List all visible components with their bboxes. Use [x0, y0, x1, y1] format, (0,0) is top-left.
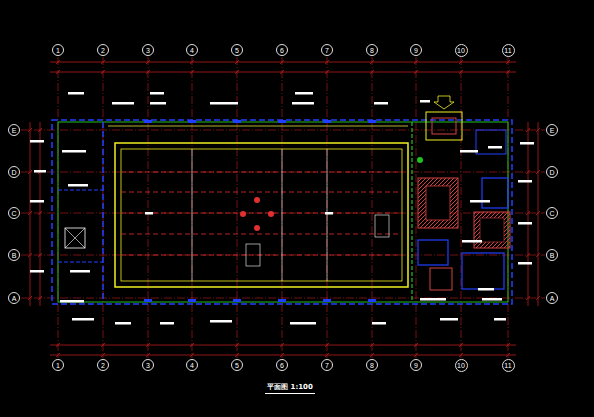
- grid-label: 7: [325, 362, 329, 369]
- grid-bubble: 1: [52, 359, 64, 371]
- grid-bubble: A: [546, 292, 558, 304]
- grid-bubble: 11: [502, 359, 515, 372]
- grid-label: 11: [504, 362, 511, 369]
- grid-bubble: 2: [97, 359, 109, 371]
- grid-bubble: E: [546, 124, 558, 136]
- grid-bubble: 5: [231, 44, 243, 56]
- grid-label: 10: [457, 47, 465, 54]
- grid-bubble: 3: [142, 44, 154, 56]
- grid-label: 9: [414, 362, 418, 369]
- grid-bubble: 9: [410, 44, 422, 56]
- grid-bubble: 7: [321, 359, 333, 371]
- grid-label: 3: [146, 362, 150, 369]
- grid-bubble: 11: [502, 44, 515, 57]
- grid-label: B: [12, 252, 17, 259]
- grid-label: E: [550, 127, 555, 134]
- grid-bubble: B: [8, 249, 20, 261]
- grid-bubble: 8: [366, 44, 378, 56]
- grid-bubble: 10: [455, 44, 468, 57]
- grid-label: 1: [56, 47, 60, 54]
- grid-bubble: D: [8, 166, 20, 178]
- grid-label: A: [550, 295, 555, 302]
- grid-label: 6: [280, 362, 284, 369]
- grid-bubble: 6: [276, 359, 288, 371]
- grid-label: 2: [101, 47, 105, 54]
- grid-label: B: [550, 252, 555, 259]
- grid-bubble: 4: [186, 359, 198, 371]
- grid-label: C: [549, 210, 554, 217]
- grid-bubble: C: [8, 207, 20, 219]
- grid-label: 4: [190, 362, 194, 369]
- grid-label: E: [12, 127, 17, 134]
- grid-label: 5: [235, 362, 239, 369]
- grid-label: 2: [101, 362, 105, 369]
- grid-label: 6: [280, 47, 284, 54]
- grid-bubble: 3: [142, 359, 154, 371]
- grid-bubble: E: [8, 124, 20, 136]
- drawing-title: 平面图 1:100: [265, 382, 315, 394]
- grid-bubble: 7: [321, 44, 333, 56]
- grid-label: 11: [504, 47, 511, 54]
- grid-bubble: C: [546, 207, 558, 219]
- grid-label: 10: [457, 362, 465, 369]
- grid-bubble: D: [546, 166, 558, 178]
- grid-bubble: B: [546, 249, 558, 261]
- grid-bubble: 8: [366, 359, 378, 371]
- grid-bubble: 10: [455, 359, 468, 372]
- grid-bubble: 9: [410, 359, 422, 371]
- grid-label: 9: [414, 47, 418, 54]
- grid-label: 8: [370, 47, 374, 54]
- grid-bubble: 2: [97, 44, 109, 56]
- grid-bubble: 5: [231, 359, 243, 371]
- grid-label: 3: [146, 47, 150, 54]
- grid-label: 5: [235, 47, 239, 54]
- grid-label: A: [12, 295, 17, 302]
- grid-label: 8: [370, 362, 374, 369]
- grid-label: 7: [325, 47, 329, 54]
- grid-label: D: [11, 169, 16, 176]
- grid-bubble: 6: [276, 44, 288, 56]
- grid-label: D: [549, 169, 554, 176]
- grid-label: 4: [190, 47, 194, 54]
- grid-bubble: 4: [186, 44, 198, 56]
- grid-label: C: [11, 210, 16, 217]
- grid-bubble: A: [8, 292, 20, 304]
- grid-label: 1: [56, 362, 60, 369]
- grid-bubble: 1: [52, 44, 64, 56]
